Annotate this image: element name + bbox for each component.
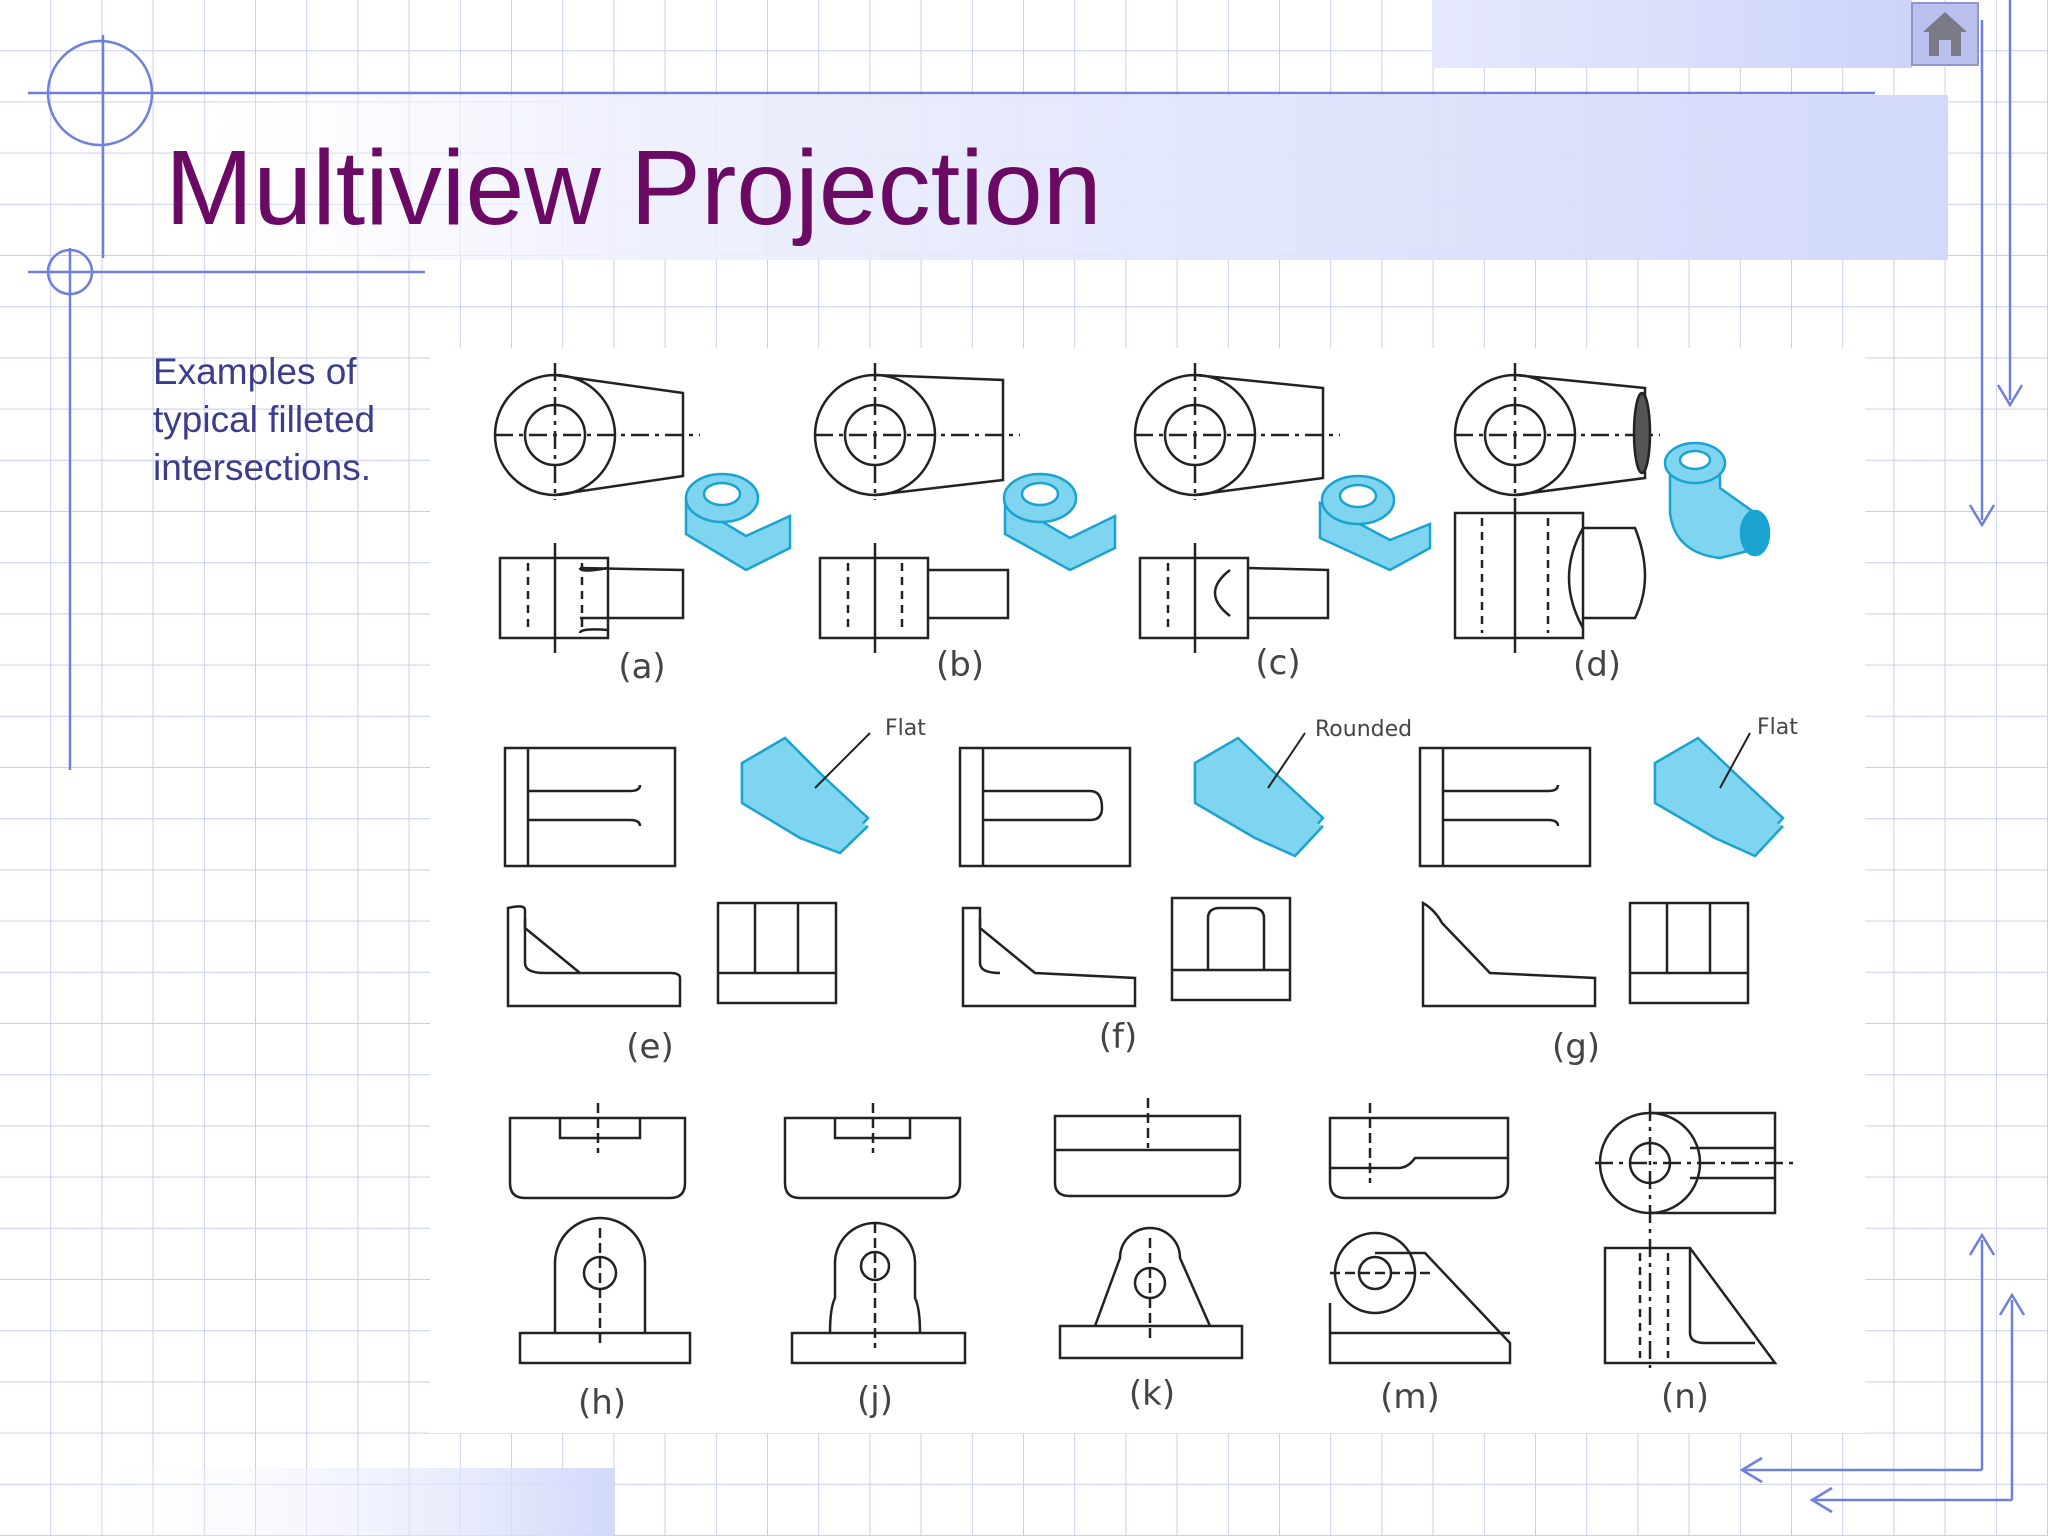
iso-b <box>1002 472 1117 572</box>
drawing-h <box>508 1103 692 1365</box>
label-h: (h) <box>578 1383 626 1423</box>
note-flat-e: Flat <box>885 716 926 741</box>
label-a: (a) <box>618 647 665 687</box>
body-line: typical filleted <box>153 399 376 440</box>
body-line: intersections. <box>153 447 371 488</box>
title-band <box>140 95 1948 260</box>
iso-f <box>1193 736 1325 858</box>
iso-d <box>1663 441 1771 560</box>
drawing-j <box>783 1103 967 1365</box>
fillet-examples-figure: (a) (b) (c) (d) (e) (f) (g) (h) (j) (k) … <box>430 348 1865 1433</box>
drawing-c <box>1133 363 1340 653</box>
drawing-k <box>1053 1098 1244 1360</box>
note-flat-g: Flat <box>1757 715 1798 740</box>
drawing-a <box>493 363 700 653</box>
iso-c <box>1318 474 1432 572</box>
fillet-drawings: (a) (b) (c) (d) (e) (f) (g) (h) (j) (k) … <box>493 363 1798 1423</box>
drawing-b <box>813 363 1020 653</box>
top-right-band <box>1432 0 1912 68</box>
iso-g <box>1653 736 1785 858</box>
home-button[interactable] <box>1911 2 1979 66</box>
label-e: (e) <box>626 1027 673 1067</box>
body-line: Examples of <box>153 351 357 392</box>
drawing-d <box>1453 363 1660 653</box>
decorative-lines <box>28 0 2026 1514</box>
label-f: (f) <box>1099 1017 1138 1057</box>
label-j: (j) <box>857 1380 893 1420</box>
label-k: (k) <box>1129 1374 1175 1414</box>
label-b: (b) <box>936 645 984 685</box>
label-c: (c) <box>1255 643 1300 683</box>
drawing-n <box>1595 1103 1795 1368</box>
bottom-left-band <box>60 1468 615 1536</box>
home-icon <box>1911 2 1979 66</box>
iso-a <box>684 472 792 572</box>
body-text: Examples of typical filleted intersectio… <box>153 348 443 492</box>
label-g: (g) <box>1552 1027 1600 1067</box>
page-title: Multiview Projection <box>165 129 1102 247</box>
label-n: (n) <box>1661 1377 1709 1417</box>
note-rounded-f: Rounded <box>1315 717 1412 742</box>
drawing-e <box>503 746 838 1008</box>
label-d: (d) <box>1573 645 1621 685</box>
drawing-g <box>1418 746 1750 1008</box>
drawing-m <box>1328 1103 1512 1365</box>
label-m: (m) <box>1380 1377 1440 1417</box>
drawing-f <box>958 746 1292 1008</box>
iso-e <box>740 736 870 855</box>
